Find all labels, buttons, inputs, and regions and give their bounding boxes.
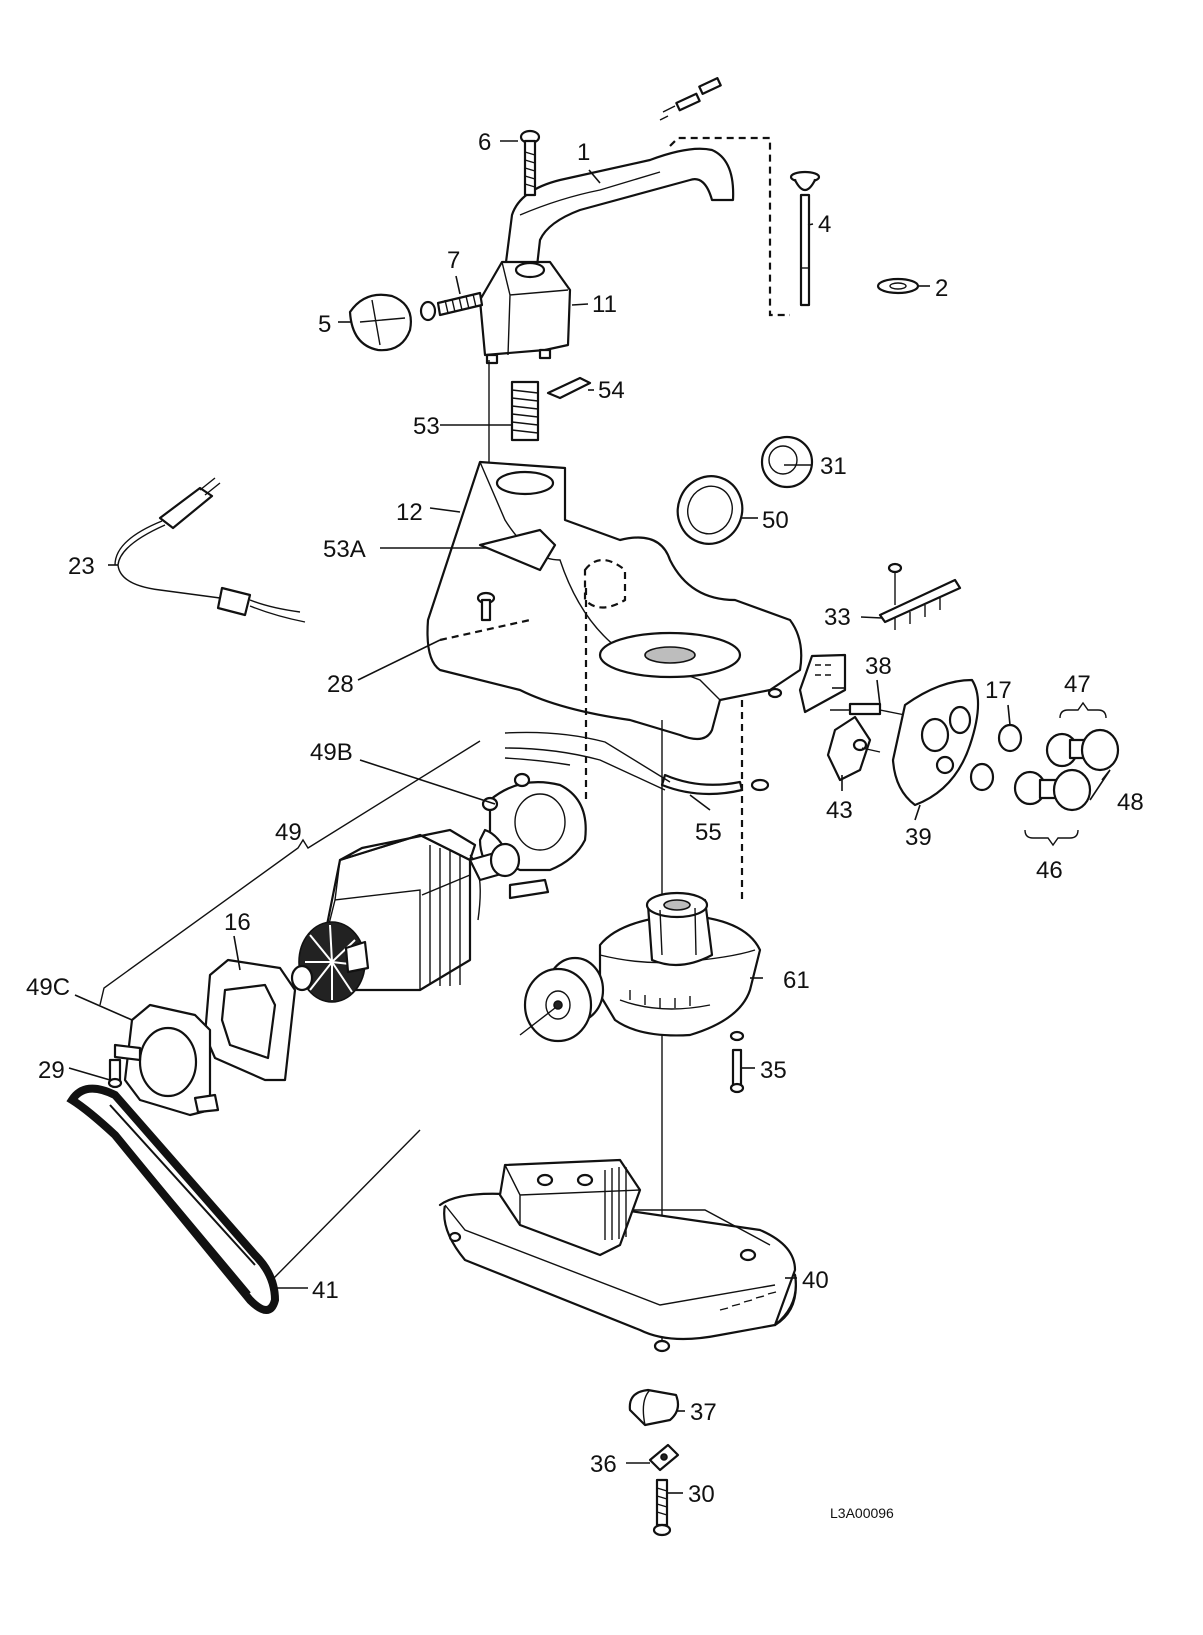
callout-4: 4 (818, 211, 831, 238)
callout-35: 35 (760, 1057, 787, 1084)
callout-48: 48 (1117, 789, 1144, 816)
callout-49: 49 (275, 819, 302, 846)
callout-39: 39 (905, 824, 932, 851)
callout-38: 38 (865, 653, 892, 680)
callout-49c: 49C (26, 974, 70, 1001)
part-pump-housing-drawing (598, 891, 762, 1037)
callout-53: 53 (413, 413, 440, 440)
callout-41: 41 (312, 1277, 339, 1304)
callout-11: 11 (592, 291, 617, 318)
callout-61: 61 (783, 967, 810, 994)
callout-5: 5 (318, 311, 331, 338)
callout-47: 47 (1064, 671, 1091, 698)
callout-6: 6 (478, 129, 491, 156)
part-button-47-drawing (1045, 728, 1120, 772)
part-washer-drawing (876, 277, 920, 295)
callout-1: 1 (577, 139, 590, 166)
part-switch-drawing (826, 715, 881, 782)
part-foot-drawing (628, 1388, 680, 1427)
part-rod-drawing (789, 170, 821, 307)
callout-33: 33 (824, 604, 851, 631)
drawing-code: L3A00096 (830, 1505, 894, 1521)
callout-17: 17 (985, 677, 1012, 704)
part-screw-29-drawing (107, 1058, 123, 1089)
callout-30: 30 (688, 1481, 715, 1508)
bracket-46 (1024, 829, 1079, 847)
callout-53a: 53A (323, 536, 366, 563)
part-base-plate-drawing (438, 1158, 797, 1353)
leader-lines (68, 140, 1111, 1494)
part-head-block-drawing (478, 260, 572, 365)
part-screw-6-drawing (519, 129, 541, 197)
part-brush-strip-drawing (878, 562, 962, 630)
part-pins-drawing (659, 77, 722, 121)
part-screw-30-drawing (652, 1478, 672, 1537)
part-screw-35-drawing (729, 1030, 745, 1094)
callout-31: 31 (820, 453, 847, 480)
callout-46: 46 (1036, 857, 1063, 884)
part-switch-plate-drawing (891, 678, 980, 807)
part-front-bracket-drawing (478, 772, 587, 900)
callout-49b: 49B (310, 739, 353, 766)
part-spring-plate-17-drawing (969, 723, 1023, 792)
part-washer-36-drawing (648, 1443, 680, 1472)
part-knob-drawing (348, 293, 412, 352)
callout-43: 43 (826, 797, 853, 824)
part-rear-bracket-drawing (113, 1003, 220, 1117)
callout-labels: 1 2 4 5 6 7 11 12 16 17 23 28 29 30 31 3… (26, 129, 1144, 1508)
part-connector-38-drawing (830, 702, 906, 716)
callout-29: 29 (38, 1057, 65, 1084)
callout-23: 23 (68, 553, 95, 580)
part-handle-drawing (503, 147, 735, 277)
part-clip-drawing (546, 376, 592, 400)
part-seal-ring-drawing (676, 475, 744, 545)
part-screw-28-drawing (476, 591, 496, 622)
part-circuit-board-drawing (767, 653, 847, 714)
callout-12: 12 (396, 499, 423, 526)
group-49-bracket (99, 740, 481, 1006)
callout-28: 28 (327, 671, 354, 698)
part-housing-drawing (426, 460, 803, 741)
part-power-cord-drawing (114, 477, 306, 623)
part-motor-fan-drawing (290, 921, 370, 1003)
part-spring-53-drawing (510, 380, 540, 442)
part-button-46-drawing (1013, 768, 1092, 812)
callout-7: 7 (447, 247, 460, 274)
callout-54: 54 (598, 377, 625, 404)
bracket-47 (1059, 701, 1107, 719)
callout-36: 36 (590, 1451, 617, 1478)
callout-55: 55 (695, 819, 722, 846)
callout-50: 50 (762, 507, 789, 534)
callout-2: 2 (935, 275, 948, 302)
callout-16: 16 (224, 909, 251, 936)
part-belt-drawing (66, 1084, 421, 1314)
part-gasket-drawing (203, 958, 297, 1082)
callout-40: 40 (802, 1267, 829, 1294)
part-impeller-drawing (519, 956, 605, 1043)
part-cap-drawing (760, 435, 814, 489)
part-spring-7-drawing (419, 291, 484, 322)
callout-37: 37 (690, 1399, 717, 1426)
